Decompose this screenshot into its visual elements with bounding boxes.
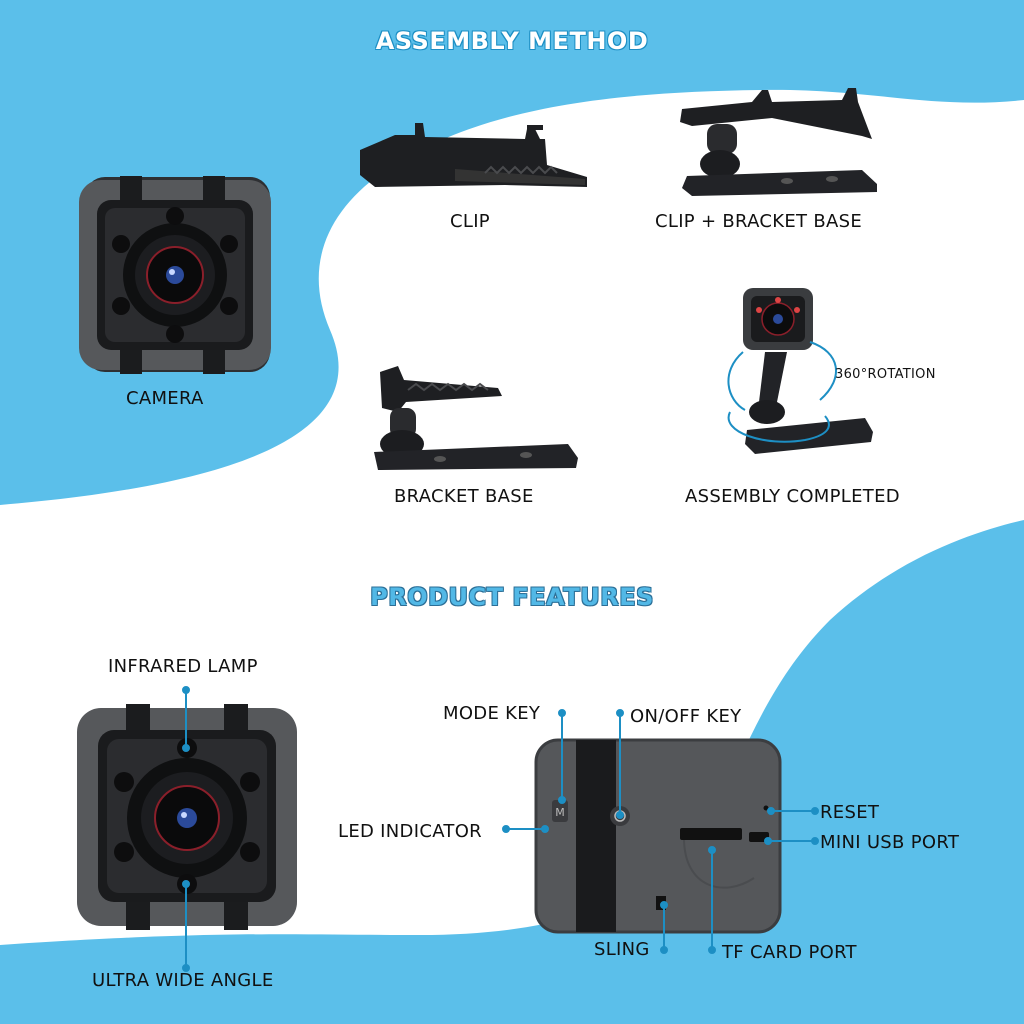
clip-image [360,123,587,187]
mode-key-label: MODE KEY [443,703,541,724]
bracket-base-image [374,366,578,470]
bracket-base-label: BRACKET BASE [394,486,534,507]
svg-text:M: M [555,806,565,819]
features-title: PRODUCT FEATURES [370,583,654,611]
camera-label: CAMERA [126,388,204,409]
infrared-lamp-label: INFRARED LAMP [108,656,258,677]
clip-label: CLIP [450,211,490,232]
clip-bracket-label: CLIP + BRACKET BASE [655,211,863,232]
clip-bracket-image [680,88,877,196]
rotation-label: 360°ROTATION [835,367,936,382]
reset-label: RESET [820,802,880,823]
tf-card-port-label: TF CARD PORT [722,942,857,963]
top-wave [0,0,1024,505]
camera-front-image [79,176,271,374]
ultra-wide-angle-label: ULTRA WIDE ANGLE [92,970,274,991]
sling-label: SLING [594,939,650,960]
mini-usb-port-label: MINI USB PORT [820,832,960,853]
assembly-completed-label: ASSEMBLY COMPLETED [685,486,900,507]
camera-features-front-image [77,704,297,930]
assembly-completed-image [727,288,873,454]
camera-side-image: M [534,738,782,934]
led-indicator-label: LED INDICATOR [338,821,482,842]
onoff-key-label: ON/OFF KEY [630,706,742,727]
assembly-title: ASSEMBLY METHOD [375,27,649,55]
